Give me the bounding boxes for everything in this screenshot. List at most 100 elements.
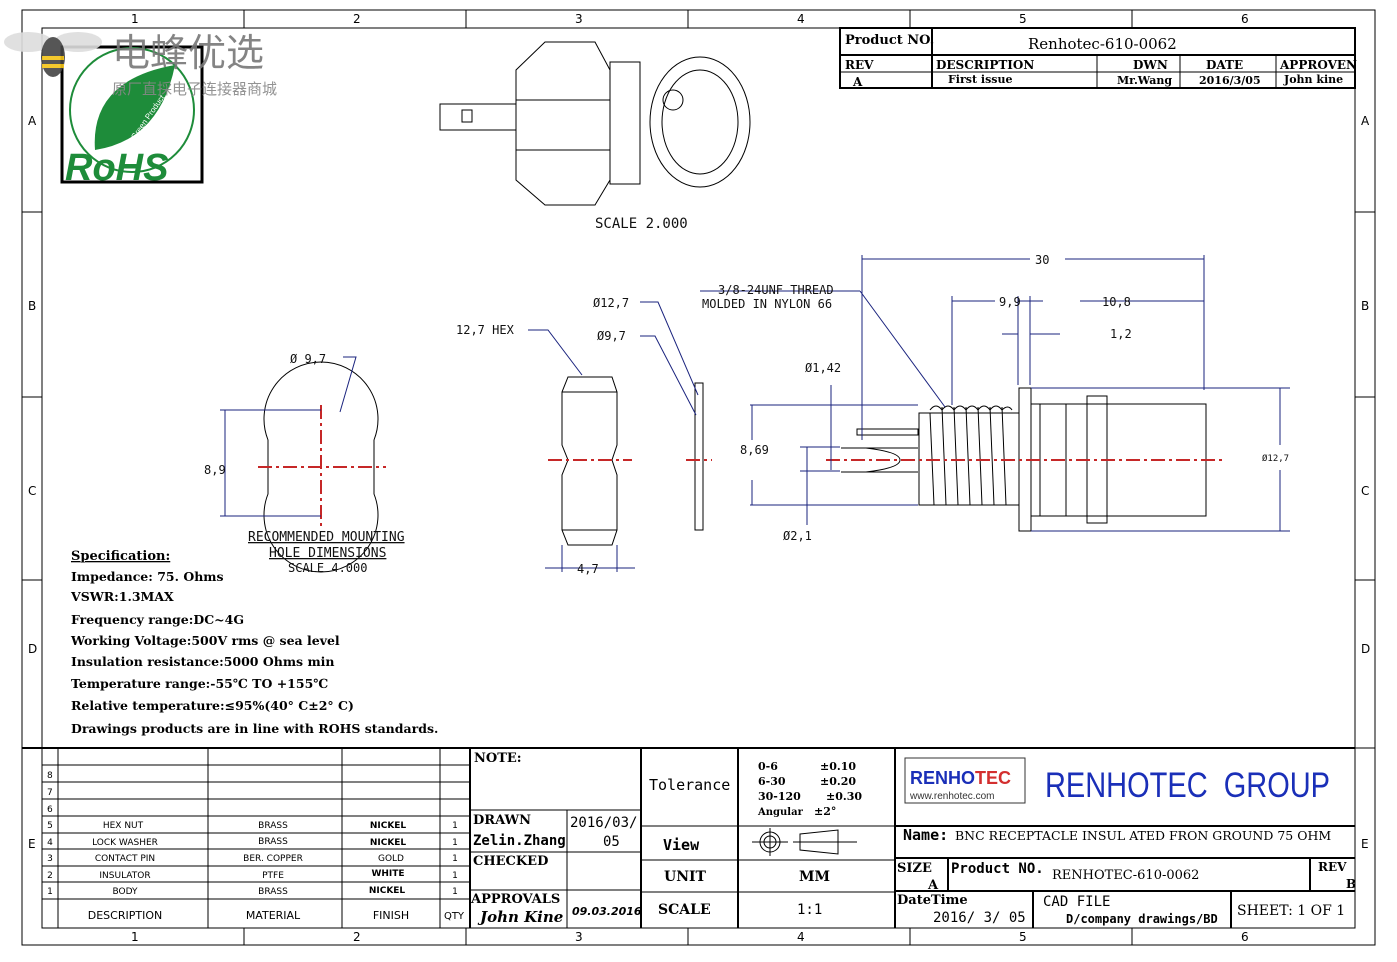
bom-qty: 1	[452, 871, 458, 881]
side-view: 30 9,9 10,8 1,2 3/8-24UNF THREAD MOLDED …	[700, 253, 1290, 543]
bom-qty: 1	[452, 854, 458, 864]
product-no-value: Renhotec-610-0062	[1028, 35, 1177, 53]
logo-brand-blue: RENHO	[910, 768, 975, 788]
dwn-header: DWN	[1133, 58, 1168, 72]
zone-row-c: C	[28, 484, 36, 498]
drawn-date-line-2: 05	[603, 834, 620, 850]
pin-diameter-dim: Ø1,42	[805, 361, 841, 375]
company-name: RENHOTEC GROUP	[1045, 766, 1330, 805]
cad-file-label: CAD FILE	[1043, 894, 1110, 910]
rev-value-bottom: B	[1346, 877, 1356, 891]
flange-dim: 1,2	[1110, 327, 1132, 341]
datetime-value: 2016/ 3/ 05	[933, 910, 1026, 926]
bom-description: LOCK WASHER	[92, 838, 158, 848]
checked-label: CHECKED	[473, 854, 548, 869]
spec-line: Relative temperature:≤95%(40° C±2° C)	[71, 698, 354, 713]
product-no-bottom: RENHOTEC-610-0062	[1052, 868, 1199, 883]
zone-col-5-bottom: 5	[1019, 930, 1027, 944]
top-view-scale: SCALE 2.000	[595, 216, 688, 232]
zone-row-b-right: B	[1361, 299, 1369, 313]
bom-material: BRASS	[258, 821, 288, 831]
watermark-subtitle: 原厂直採电子连接器商城	[112, 80, 277, 98]
zone-col-1: 1	[131, 12, 139, 26]
zone-col-3: 3	[575, 12, 583, 26]
bee-watermark: 电蜂优选 原厂直採电子连接器商城	[4, 31, 277, 98]
mounting-hole-view: Ø 9,7 8,9 RECOMMENDED MOUNTING HOLE DIME…	[204, 352, 405, 575]
thread-note-2: MOLDED IN NYLON 66	[702, 297, 832, 311]
zone-row-a-right: A	[1361, 114, 1370, 128]
outer-border	[21, 9, 1376, 946]
part-name: BNC RECEPTACLE INSUL ATED FRON GROUND 75…	[955, 828, 1331, 843]
size-label: SIZE	[897, 861, 932, 876]
washer-od-dim: Ø12,7	[593, 296, 629, 310]
approvals-label: APPROVALS	[470, 892, 560, 907]
bom-material: BRASS	[258, 887, 288, 897]
unit-value: MM	[799, 869, 830, 885]
spec-line: Impedance: 75. Ohms	[71, 569, 224, 584]
revision-table: Product NO. Renhotec-610-0062 REV DESCRI…	[839, 27, 1357, 89]
zone-row-a: A	[28, 114, 37, 128]
view-label: View	[663, 836, 700, 854]
approval-block: NOTE: DRAWN Zelin.Zhang 2016/03/ 05 CHEC…	[469, 748, 896, 928]
top-view: SCALE 2.000	[439, 41, 751, 232]
rohs-text: RoHS	[65, 147, 168, 189]
zone-col-2-bottom: 2	[353, 930, 361, 944]
zone-row-d: D	[28, 642, 37, 656]
bom-material: BRASS	[258, 837, 288, 847]
zone-col-3-bottom: 3	[575, 930, 583, 944]
hex-nut-view: 12,7 HEX 4,7 Ø12,7 Ø9,7	[456, 296, 712, 576]
bom-header-material: MATERIAL	[246, 909, 301, 922]
scale-value: 1:1	[797, 902, 822, 918]
sheet-number: SHEET: 1 OF 1	[1237, 903, 1345, 919]
hole-flat-dim: 8,9	[204, 463, 226, 477]
tolerance-label: Tolerance	[649, 776, 730, 794]
logo-brand-red: TEC	[975, 768, 1011, 788]
tolerance-range: 30-120	[758, 790, 801, 803]
bom-qty: 1	[452, 838, 458, 848]
zone-row-b: B	[28, 299, 36, 313]
inner-border	[41, 27, 1356, 929]
zone-col-6-bottom: 6	[1241, 930, 1249, 944]
washer-id-dim: Ø9,7	[597, 329, 626, 343]
product-no-label: Product NO.	[845, 33, 934, 48]
watermark-title: 电蜂优选	[112, 31, 264, 75]
approven-value: John kine	[1283, 73, 1343, 86]
cad-file-path: D/company drawings/BD	[1066, 912, 1218, 926]
insulator-diameter-dim: Ø2,1	[783, 529, 812, 543]
bom-finish: GOLD	[378, 854, 404, 864]
body-diameter-dim: 8,69	[740, 443, 769, 457]
bom-finish: NICKEL	[369, 886, 406, 896]
bom-finish: NICKEL	[370, 821, 407, 831]
bom-row-number: 3	[47, 854, 53, 864]
tolerance-value: ±0.30	[826, 790, 862, 803]
logo-brand: RENHOTEC	[910, 768, 1011, 788]
zone-row-d-right: D	[1361, 642, 1370, 656]
date-header: DATE	[1206, 58, 1243, 72]
approven-header: APPROVEN	[1279, 58, 1357, 72]
bom-row-number: 8	[47, 771, 53, 781]
bom-description: BODY	[112, 887, 138, 897]
unit-label: UNIT	[664, 869, 707, 885]
hole-label-2: HOLE DIMENSIONS	[269, 546, 386, 561]
bom-material: BER. COPPER	[243, 854, 303, 864]
bom-header-description: DESCRIPTION	[88, 909, 162, 922]
approvals-date: 09.03.2016	[572, 905, 642, 918]
company-title-block: RENHOTEC www.renhotec.com RENHOTEC GROUP…	[895, 757, 1356, 928]
zone-col-4-bottom: 4	[797, 930, 805, 944]
spec-line: Drawings products are in line with ROHS …	[71, 721, 438, 736]
bom-header-finish: FINISH	[373, 909, 409, 922]
zone-col-5: 5	[1019, 12, 1027, 26]
bom-qty: 1	[452, 887, 458, 897]
bom-row-number: 6	[47, 805, 53, 815]
hex-dim: 12,7 HEX	[456, 323, 515, 337]
bom-header-qty: QTY	[444, 911, 465, 922]
scale-label: SCALE	[658, 902, 711, 918]
bom-description: HEX NUT	[103, 821, 144, 831]
description-header: DESCRIPTION	[936, 58, 1034, 72]
datetime-label: DateTime	[897, 893, 968, 908]
rev-value: A	[852, 75, 863, 89]
spec-line: Temperature range:-55℃ TO +155℃	[71, 676, 328, 691]
bom-description: INSULATOR	[99, 871, 150, 881]
zone-col-4: 4	[797, 12, 805, 26]
zone-col-6: 6	[1241, 12, 1249, 26]
